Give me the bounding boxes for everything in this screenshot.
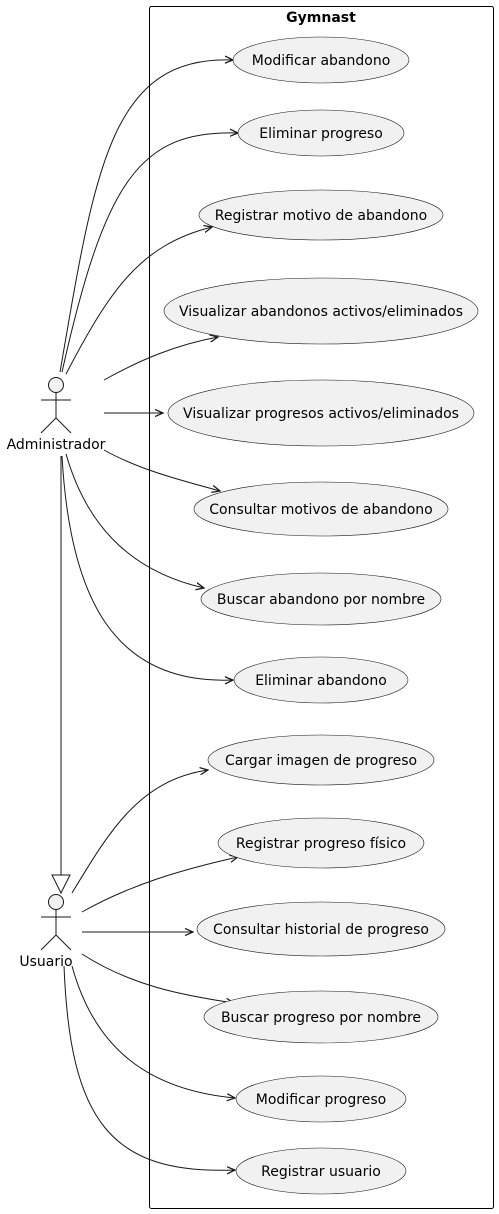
use-case-visualizar-abandonos: Visualizar abandonos activos/eliminados — [163, 277, 479, 345]
use-case-registrar-usuario: Registrar usuario — [235, 1147, 407, 1195]
use-case-modificar-abandono: Modificar abandono — [232, 36, 410, 84]
use-case-registrar-motivo-de-abandono: Registrar motivo de abandono — [198, 189, 444, 241]
edge-admin-uc1 — [59, 60, 233, 373]
actor-administrador-label: Administrador — [7, 437, 106, 453]
user-connectors — [63, 770, 238, 1170]
edge-user-uc12 — [81, 953, 234, 1003]
svg-text:Registrar motivo de abandono: Registrar motivo de abandono — [215, 208, 427, 224]
edge-admin-uc7 — [65, 453, 204, 588]
use-cases: Modificar abandono Eliminar progreso Reg… — [163, 36, 479, 1195]
system-boundary — [149, 6, 494, 1209]
svg-text:Buscar progreso por nombre: Buscar progreso por nombre — [221, 1010, 421, 1026]
admin-connectors — [59, 60, 238, 680]
edge-admin-uc4 — [103, 337, 218, 381]
use-case-eliminar-progreso: Eliminar progreso — [237, 109, 405, 157]
stick-figure-icon — [40, 377, 72, 434]
svg-text:Eliminar progreso: Eliminar progreso — [259, 126, 383, 142]
svg-text:Registrar progreso físico: Registrar progreso físico — [236, 836, 406, 852]
use-case-eliminar-abandono: Eliminar abandono — [233, 656, 409, 704]
svg-text:Consultar historial de progres: Consultar historial de progreso — [213, 922, 429, 938]
use-case-consultar-historial-de-progreso: Consultar historial de progreso — [196, 901, 446, 957]
svg-text:Modificar abandono: Modificar abandono — [252, 53, 391, 69]
use-case-buscar-abandono-por-nombre: Buscar abandono por nombre — [200, 572, 442, 626]
use-case-cargar-imagen-de-progreso: Cargar imagen de progreso — [207, 734, 435, 786]
edge-user-uc14 — [63, 965, 235, 1170]
svg-text:Registrar usuario: Registrar usuario — [261, 1164, 381, 1180]
edge-admin-uc8 — [61, 455, 233, 680]
edge-user-uc9 — [71, 770, 208, 894]
svg-text:Modificar progreso: Modificar progreso — [256, 1092, 386, 1108]
svg-text:Consultar motivos de abandono: Consultar motivos de abandono — [209, 502, 432, 518]
use-case-modificar-progreso: Modificar progreso — [235, 1075, 407, 1123]
use-case-visualizar-progresos: Visualizar progresos activos/eliminados — [167, 379, 475, 447]
edge-admin-uc2 — [61, 133, 238, 373]
use-case-registrar-progreso-fisico: Registrar progreso físico — [217, 817, 425, 869]
svg-text:Cargar imagen de progreso: Cargar imagen de progreso — [225, 753, 417, 769]
actor-usuario: Usuario — [19, 894, 73, 970]
svg-text:Visualizar abandonos activos/e: Visualizar abandonos activos/eliminados — [179, 304, 463, 320]
actor-usuario-label: Usuario — [19, 954, 72, 970]
edge-user-uc10 — [81, 857, 238, 913]
edge-user-uc13 — [71, 965, 235, 1098]
svg-text:Buscar abandono por nombre: Buscar abandono por nombre — [217, 592, 425, 608]
svg-text:Visualizar progresos activos/e: Visualizar progresos activos/eliminados — [183, 406, 459, 422]
edge-admin-uc6 — [103, 449, 220, 491]
generalization-admin-user — [51, 456, 71, 895]
system-title: Gymnast — [286, 10, 356, 26]
actor-administrador: Administrador — [7, 377, 106, 453]
svg-text:Eliminar abandono: Eliminar abandono — [255, 673, 387, 689]
use-case-buscar-progreso-por-nombre: Buscar progreso por nombre — [203, 990, 439, 1044]
edge-admin-uc3 — [65, 227, 212, 375]
use-case-consultar-motivos-de-abandono: Consultar motivos de abandono — [193, 481, 449, 537]
stick-figure-icon — [40, 894, 72, 951]
